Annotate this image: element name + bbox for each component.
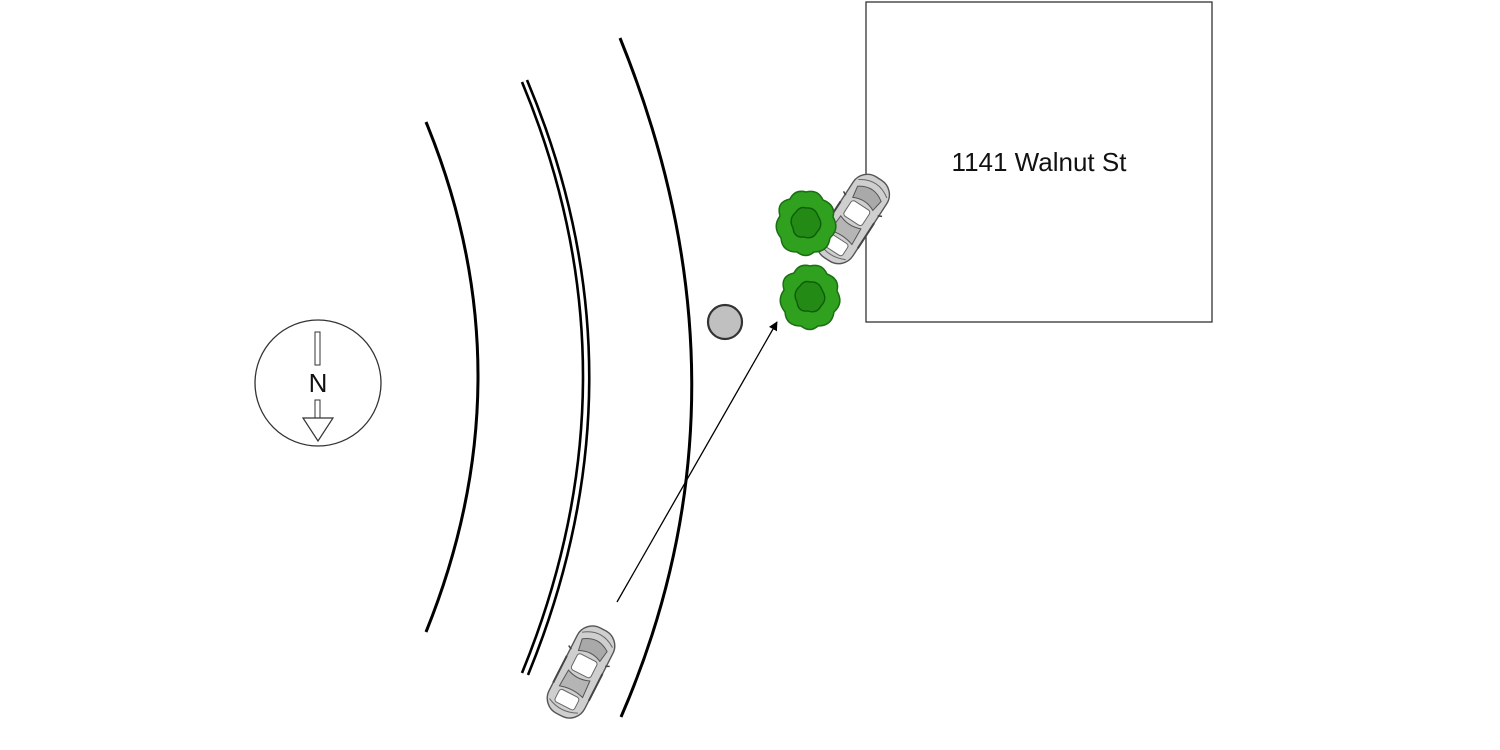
tree-icon <box>779 264 841 331</box>
road-edge-east <box>618 37 694 718</box>
compass-needle-bottom <box>314 399 321 419</box>
road-center-line-b <box>525 79 591 676</box>
building-address: 1141 Walnut St <box>952 147 1128 177</box>
roadway <box>424 37 694 718</box>
road-edge-west <box>424 121 480 633</box>
compass-letter: N <box>309 368 328 398</box>
compass-arrowhead <box>301 417 335 443</box>
compass-icon: N <box>254 319 382 447</box>
road-center-line-a <box>520 81 585 674</box>
tree-icon <box>775 190 837 257</box>
compass-ring <box>254 319 382 447</box>
path-arrow <box>616 321 778 603</box>
car-icon <box>537 617 625 727</box>
pole-icon <box>706 303 744 341</box>
building: 1141 Walnut St <box>865 1 1213 323</box>
compass-needle-top <box>314 331 321 366</box>
building-outline <box>865 1 1213 323</box>
